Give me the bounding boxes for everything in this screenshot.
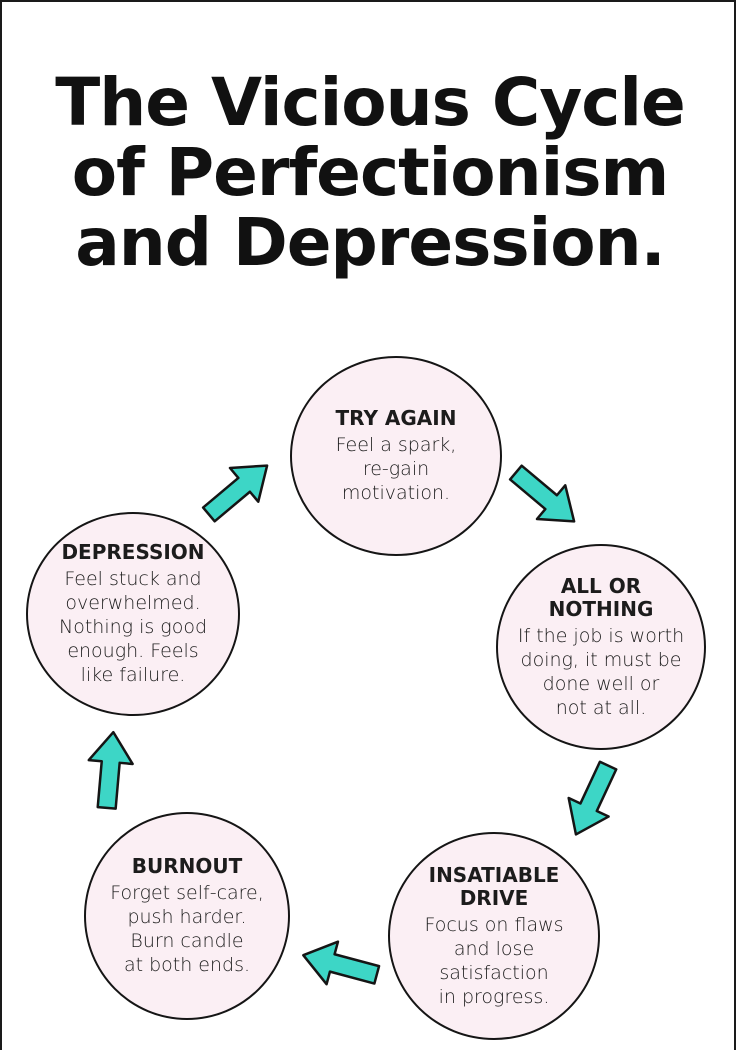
- node-heading: ALL OR NOTHING: [548, 573, 654, 621]
- title-line-1: The Vicious Cycle: [55, 64, 686, 141]
- node-all-or-nothing: ALL OR NOTHING If the job is worth doing…: [496, 544, 706, 750]
- title-line-2: of Perfectionism: [71, 134, 670, 211]
- title-line-3: and Depression.: [75, 204, 665, 281]
- node-description: Feel stuck and overwhelmed. Nothing is g…: [58, 568, 208, 686]
- node-description: Focus on flaws and lose satisfaction in …: [424, 913, 564, 1008]
- node-depression: DEPRESSION Feel stuck and overwhelmed. N…: [26, 512, 240, 716]
- page-title: The Vicious Cycle of Perfectionism and D…: [20, 68, 720, 278]
- node-description: Feel a spark, re-gain motivation.: [335, 434, 457, 504]
- node-heading: TRY AGAIN: [335, 406, 457, 430]
- node-burnout: BURNOUT Forget self-care, push harder. B…: [84, 812, 290, 1020]
- node-heading: BURNOUT: [131, 854, 243, 878]
- node-description: If the job is worth doing, it must be do…: [517, 624, 685, 719]
- node-try-again: TRY AGAIN Feel a spark, re-gain motivati…: [290, 356, 502, 556]
- node-heading: INSATIABLE DRIVE: [428, 862, 560, 910]
- node-heading: DEPRESSION: [61, 540, 205, 564]
- node-description: Forget self-care, push harder. Burn cand…: [110, 882, 264, 976]
- node-insatiable-drive: INSATIABLE DRIVE Focus on flaws and lose…: [388, 832, 600, 1040]
